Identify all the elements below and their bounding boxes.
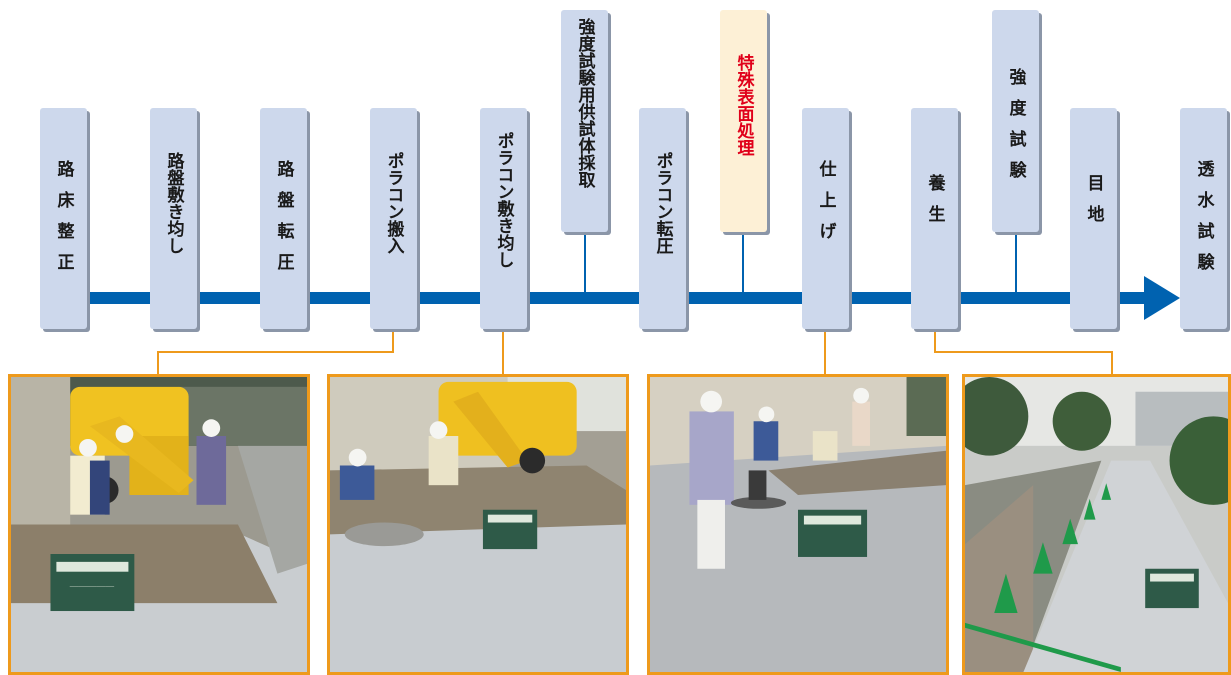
photo-porakon-spreading	[327, 374, 629, 675]
callout-line-delivery	[157, 330, 394, 374]
step-label: ポラコン敷き均し	[493, 132, 514, 268]
process-arrow-head	[1144, 276, 1180, 320]
step-porakon-spreading: ポラコン敷き均し	[480, 108, 527, 329]
step-label: 路盤敷き均し	[163, 152, 184, 254]
step-finishing: 仕上げ	[802, 108, 849, 329]
callout-line-curing	[934, 330, 1113, 374]
step-label: 路盤転圧	[273, 160, 294, 284]
step-label: 路床整正	[53, 160, 74, 284]
step-label: 強度試験	[1005, 68, 1026, 192]
step-permeability-test: 透水試験	[1180, 108, 1227, 329]
step-label: 強度試験用供試体採取	[574, 18, 595, 188]
step-label: ポラコン搬入	[383, 152, 404, 254]
step-porakon-compaction: ポラコン転圧	[639, 108, 686, 329]
photo-porakon-delivery: ＿＿＿＿＿	[8, 374, 310, 675]
process-arrow-shaft	[60, 292, 1150, 304]
step-label: 特殊表面処理	[733, 54, 754, 156]
step-label: 目地	[1083, 174, 1104, 236]
step-specimen-sampling: 強度試験用供試体採取	[561, 10, 608, 232]
photo-finishing	[647, 374, 949, 675]
step-joint: 目地	[1070, 108, 1117, 329]
step-roadbed-leveling: 路床整正	[40, 108, 87, 329]
step-label: 養生	[924, 174, 945, 236]
step-porakon-delivery: ポラコン搬入	[370, 108, 417, 329]
step-base-spreading: 路盤敷き均し	[150, 108, 197, 329]
step-curing: 養生	[911, 108, 958, 329]
svg-text:＿＿＿＿＿: ＿＿＿＿＿	[70, 578, 115, 588]
step-label: 透水試験	[1193, 160, 1214, 284]
step-strength-test: 強度試験	[992, 10, 1039, 232]
step-special-surface-treatment: 特殊表面処理	[720, 10, 767, 232]
step-label: 仕上げ	[815, 160, 836, 253]
photo-curing	[962, 374, 1231, 675]
step-base-compaction: 路盤転圧	[260, 108, 307, 329]
step-label: ポラコン転圧	[652, 152, 673, 254]
